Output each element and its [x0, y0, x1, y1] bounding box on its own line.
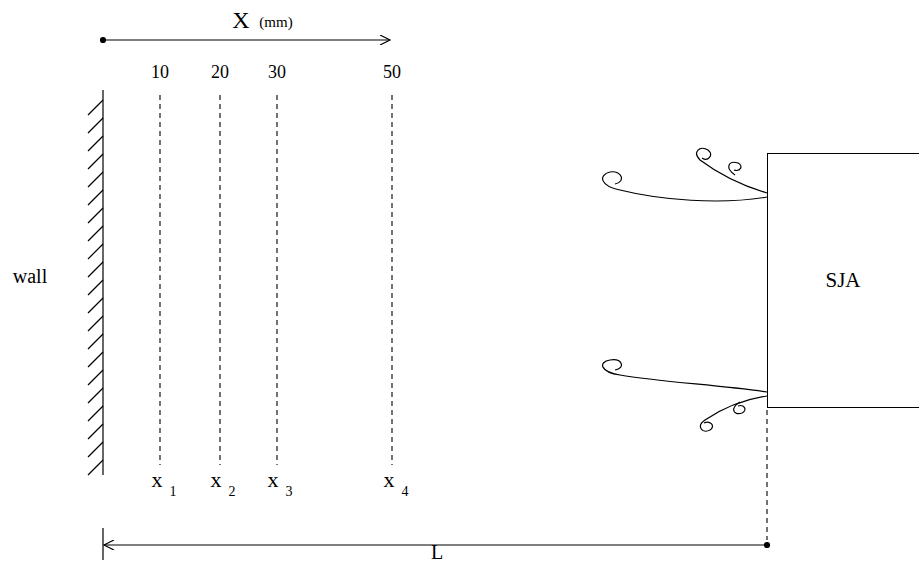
x-axis-arrow [101, 38, 391, 43]
measure-lines [160, 95, 767, 540]
distance-value: 50 [383, 63, 401, 81]
distance-value: 20 [211, 63, 229, 81]
distance-value: 10 [151, 63, 169, 81]
distance-value: 30 [268, 63, 286, 81]
station-subscript: 4 [402, 485, 409, 499]
length-label: L [431, 542, 443, 562]
station-name: x [152, 469, 163, 491]
axis-name: X [232, 8, 249, 32]
axis-unit: (mm) [259, 15, 292, 30]
box-label: SJA [825, 268, 860, 293]
station-name: x [268, 469, 279, 491]
station-name: x [384, 469, 395, 491]
wall-hatching [88, 90, 103, 475]
station-name: x [211, 469, 222, 491]
station-subscript: 2 [229, 485, 236, 499]
vortex-jets [603, 148, 767, 431]
station-subscript: 3 [286, 485, 293, 499]
wall-label: wall [13, 266, 47, 286]
station-subscript: 1 [170, 485, 177, 499]
actuator-box: SJA [767, 153, 919, 408]
